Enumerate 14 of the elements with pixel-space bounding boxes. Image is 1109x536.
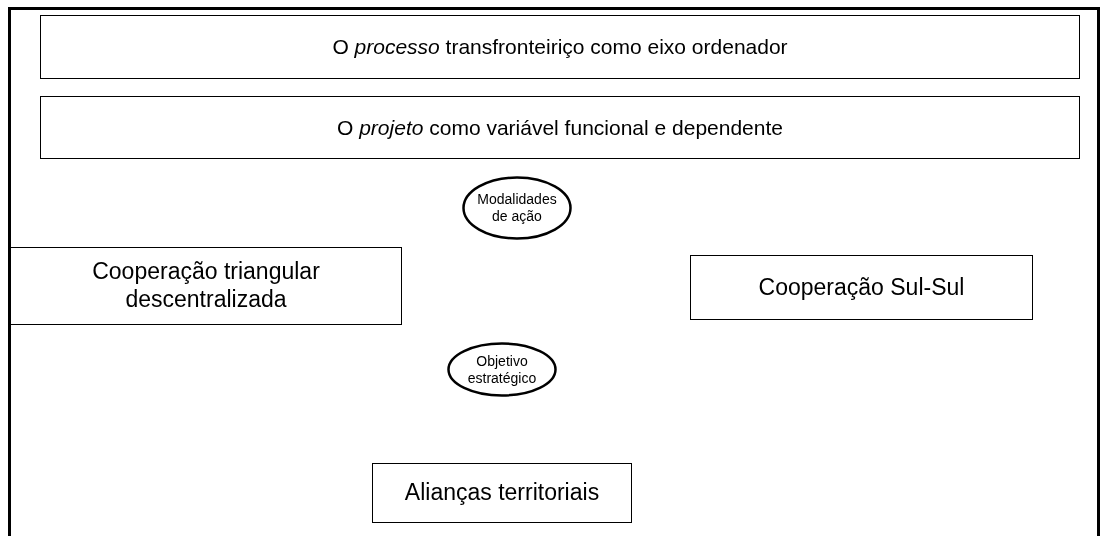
node-label: Cooperação Sul-Sul (758, 273, 965, 302)
ellipse-node (447, 342, 557, 397)
text-box (10, 247, 402, 325)
node-label: Cooperação triangular descentralizada (91, 258, 321, 314)
node-label: Alianças territoriais (404, 479, 600, 507)
text-box (40, 96, 1080, 159)
text-box (40, 15, 1080, 79)
node-label: O processo transfronteiriço como eixo ordenador (332, 34, 788, 60)
node-label: Objetivo estratégico (466, 352, 538, 387)
node-label: O projeto como variável funcional e dependente (337, 114, 783, 141)
text-box (372, 463, 632, 523)
node-label: Modalidades de ação (476, 191, 558, 225)
text-box (690, 255, 1033, 320)
ellipse-node (462, 176, 572, 240)
